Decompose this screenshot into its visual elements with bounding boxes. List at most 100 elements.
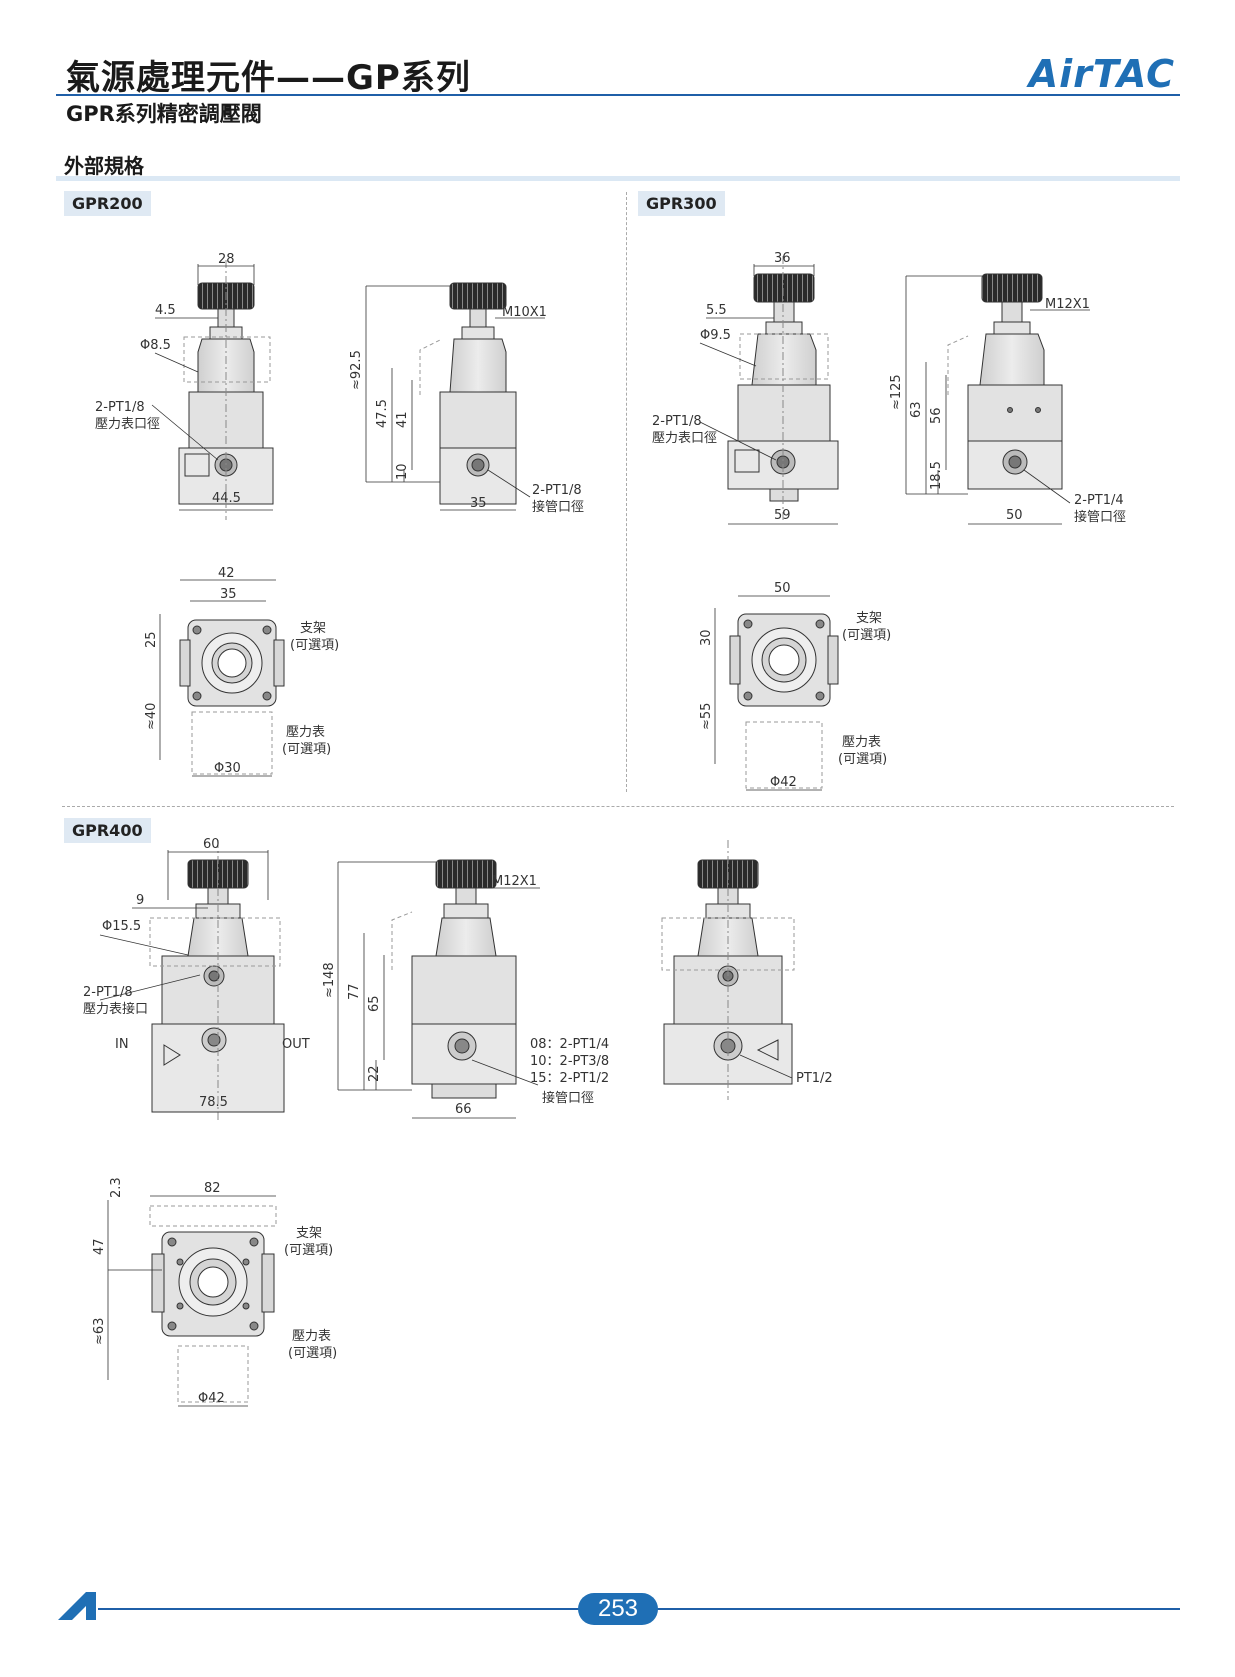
tag-gpr400: GPR400 bbox=[64, 818, 151, 843]
gpr400-pipe-port-15: 15：2-PT1/2 bbox=[530, 1071, 609, 1086]
page-number: 253 bbox=[578, 1593, 658, 1625]
gpr200-height: ≈92.5 bbox=[349, 350, 364, 390]
gpr400-back-view bbox=[661, 840, 795, 1100]
header-rule bbox=[56, 94, 1180, 96]
gpr400-top-h2: ≈63 bbox=[92, 1318, 107, 1345]
row-divider bbox=[62, 806, 1174, 807]
gpr400-top-dia: Φ42 bbox=[198, 1391, 225, 1406]
gpr300-h3: 18.5 bbox=[929, 461, 944, 490]
gpr200-top-w2: 35 bbox=[220, 587, 237, 602]
gpr400-h3: 22 bbox=[367, 1065, 382, 1082]
gpr400-h1: 77 bbox=[347, 983, 362, 1000]
gpr200-top-dims bbox=[159, 579, 276, 777]
gpr300-pipe-port: 2-PT1/4 bbox=[1074, 493, 1124, 508]
gpr300-side-width: 50 bbox=[1006, 508, 1023, 523]
gpr400-pipe-port-08: 08：2-PT1/4 bbox=[530, 1037, 609, 1052]
gpr300-offset: 5.5 bbox=[706, 303, 727, 318]
gpr300-top-view bbox=[729, 613, 839, 789]
gpr200-thread: M10X1 bbox=[502, 305, 547, 320]
gpr200-side-view bbox=[419, 282, 517, 505]
section-rule bbox=[56, 176, 1180, 181]
gpr300-gauge-port: 2-PT1/8 bbox=[652, 414, 702, 429]
gpr200-gauge-opt: (可選項) bbox=[282, 742, 331, 757]
gpr400-gauge: 壓力表 bbox=[292, 1329, 331, 1344]
gpr400-gauge-port-desc: 壓力表接口 bbox=[83, 1001, 148, 1017]
gpr200-bracket: 支架 bbox=[300, 621, 326, 636]
gpr400-front-dims bbox=[99, 850, 284, 1113]
gpr300-gauge: 壓力表 bbox=[842, 735, 881, 750]
gpr300-side-dims bbox=[905, 275, 1090, 525]
footer-a-logo-icon bbox=[58, 1592, 96, 1620]
gpr400-thread: M12X1 bbox=[492, 874, 537, 889]
gpr200-bottom-width: 44.5 bbox=[212, 491, 241, 506]
gpr200-top-h2: ≈40 bbox=[144, 703, 159, 730]
section-title: 外部規格 bbox=[64, 154, 144, 178]
gpr200-offset: 4.5 bbox=[155, 303, 176, 318]
gpr200-front-dims bbox=[151, 264, 273, 511]
gpr200-top-w1: 42 bbox=[218, 566, 235, 581]
gpr300-top-width: 36 bbox=[774, 251, 791, 266]
gpr200-top-width: 28 bbox=[218, 252, 235, 267]
gpr300-pipe-port-desc: 接管口徑 bbox=[1074, 509, 1126, 525]
gpr400-top-h0: 2.3 bbox=[109, 1177, 124, 1198]
gpr300-front-dims bbox=[699, 264, 838, 525]
page-subtitle: GPR系列精密調壓閥 bbox=[66, 102, 262, 126]
gpr200-h3: 10 bbox=[395, 463, 410, 480]
gpr300-bracket-opt: (可選項) bbox=[842, 628, 891, 643]
gpr200-side-dims bbox=[365, 285, 545, 511]
gpr400-top-dims bbox=[107, 1195, 276, 1407]
gpr300-h1: 63 bbox=[909, 401, 924, 418]
gpr400-back-leader bbox=[739, 1054, 793, 1079]
gpr400-top-w1: 82 bbox=[204, 1181, 221, 1196]
gpr200-dia: Φ8.5 bbox=[140, 338, 171, 353]
gpr300-gauge-port-desc: 壓力表口徑 bbox=[652, 431, 717, 446]
gpr400-out: OUT bbox=[282, 1037, 310, 1052]
gpr200-pipe-port: 2-PT1/8 bbox=[532, 483, 582, 498]
column-divider bbox=[626, 192, 627, 792]
gpr300-side-view bbox=[947, 273, 1063, 490]
gpr300-top-h1: 30 bbox=[699, 629, 714, 646]
gpr300-top-dims bbox=[714, 595, 830, 791]
gpr400-height: ≈148 bbox=[322, 962, 337, 998]
gpr400-dia: Φ15.5 bbox=[102, 919, 141, 934]
gpr400-bottom-width: 78.5 bbox=[199, 1095, 228, 1110]
gpr200-h1: 47.5 bbox=[375, 399, 390, 428]
gpr400-bracket-opt: (可選項) bbox=[284, 1243, 333, 1258]
gpr400-top-h1: 47 bbox=[92, 1238, 107, 1255]
brand-logo: AirTAC bbox=[1028, 52, 1175, 96]
gpr300-dia: Φ9.5 bbox=[700, 328, 731, 343]
gpr400-gauge-port: 2-PT1/8 bbox=[83, 985, 133, 1000]
gpr300-front-view bbox=[727, 256, 839, 520]
gpr200-gauge-port-desc: 壓力表口徑 bbox=[95, 417, 160, 432]
gpr200-bracket-opt: (可選項) bbox=[290, 638, 339, 653]
gpr400-in: IN bbox=[115, 1037, 129, 1052]
gpr300-thread: M12X1 bbox=[1045, 297, 1090, 312]
page-title: 氣源處理元件——GP系列 bbox=[66, 58, 471, 98]
gpr400-back-port: PT1/2 bbox=[796, 1071, 833, 1086]
gpr400-pipe-port-10: 10：2-PT3/8 bbox=[530, 1054, 609, 1069]
gpr400-h2: 65 bbox=[367, 995, 382, 1012]
gpr200-gauge: 壓力表 bbox=[286, 725, 325, 740]
gpr300-gauge-opt: (可選項) bbox=[838, 752, 887, 767]
gpr300-bracket: 支架 bbox=[856, 611, 882, 626]
gpr400-side-width: 66 bbox=[455, 1102, 472, 1117]
gpr200-gauge-port: 2-PT1/8 bbox=[95, 400, 145, 415]
gpr400-pipe-port-desc: 接管口徑 bbox=[542, 1090, 594, 1106]
gpr300-h2: 56 bbox=[929, 407, 944, 424]
gpr200-top-h1: 25 bbox=[144, 631, 159, 648]
gpr400-top-width: 60 bbox=[203, 837, 220, 852]
gpr400-front-view bbox=[149, 840, 285, 1120]
gpr200-top-view bbox=[179, 619, 285, 775]
gpr200-h2: 41 bbox=[395, 411, 410, 428]
gpr300-top-w1: 50 bbox=[774, 581, 791, 596]
gpr300-top-dia: Φ42 bbox=[770, 775, 797, 790]
tag-gpr300: GPR300 bbox=[638, 191, 725, 216]
gpr400-gauge-opt: (可選項) bbox=[288, 1346, 337, 1361]
gpr300-top-h2: ≈55 bbox=[699, 703, 714, 730]
gpr400-offset: 9 bbox=[136, 893, 144, 908]
gpr400-side-view bbox=[391, 859, 517, 1099]
gpr200-pipe-port-desc: 接管口徑 bbox=[532, 499, 584, 515]
gpr400-side-dims bbox=[337, 861, 540, 1119]
tag-gpr200: GPR200 bbox=[64, 191, 151, 216]
